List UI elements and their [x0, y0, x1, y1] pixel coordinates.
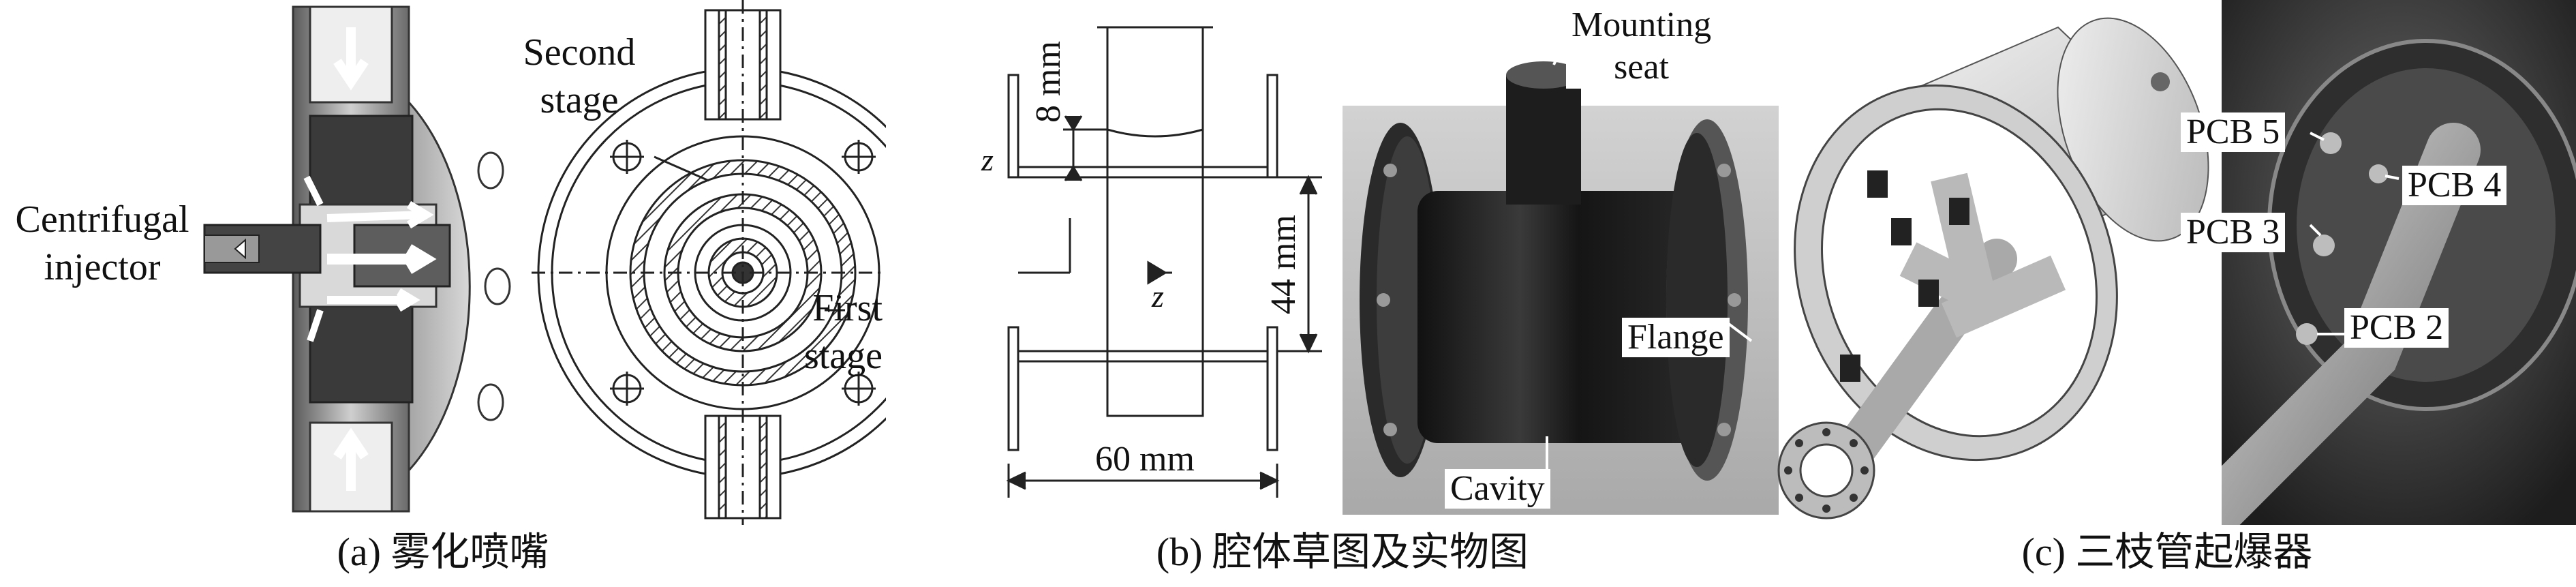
nozzle-section-view	[532, 0, 886, 525]
flange-label: Flange	[1622, 318, 1730, 357]
cavity-sketch: 8 mm 44 mm 60 mm z z	[981, 26, 1322, 498]
dim-44mm: 44 mm	[1264, 215, 1303, 314]
mounting-seat-line2: seat	[1614, 48, 1669, 87]
caption-c: (c) 三枝管起爆器	[2021, 530, 2313, 574]
cavity-photo	[1343, 33, 1779, 515]
z-label-top: z	[981, 142, 994, 177]
initiator-cad	[1777, 17, 2209, 520]
dim-8mm: 8 mm	[1029, 41, 1068, 123]
pcb4-label: PCB 4	[2402, 166, 2507, 205]
panel-b-sketch: 8 mm 44 mm 60 mm z z	[954, 0, 1336, 525]
panel-a-drawing: Centrifugal injector	[15, 0, 886, 525]
injector-label-line1: Centrifugal	[15, 198, 189, 241]
second-stage-label-line1: Second	[523, 31, 636, 74]
panel-c-photo: PCB 5 PCB 4 PCB 3 PCB 2	[2181, 0, 2576, 525]
pcb3-label: PCB 3	[2181, 213, 2286, 252]
cavity-label: Cavity	[1445, 469, 1550, 509]
pcb5-label: PCB 5	[2181, 112, 2286, 152]
nozzle-cutaway	[203, 5, 511, 513]
caption-a: (a) 雾化喷嘴	[337, 530, 549, 574]
mounting-seat-label: Mounting seat	[1566, 4, 1717, 89]
second-stage-label-line2: stage	[540, 79, 618, 121]
panel-a: Centrifugal injector	[0, 0, 886, 525]
first-stage-label-line1: First	[812, 287, 883, 329]
first-stage-label-line2: stage	[804, 335, 883, 377]
panel-b-photo: Mounting seat Flange Cavity	[1343, 0, 1779, 525]
panel-c-cad	[1772, 0, 2222, 525]
z-label-center: z	[1151, 279, 1164, 314]
pcb2-label: PCB 2	[2344, 308, 2449, 348]
injector-label-line2: injector	[44, 246, 160, 288]
initiator-photo	[2222, 0, 2576, 525]
mounting-seat-line1: Mounting	[1571, 5, 1712, 44]
caption-b: (b) 腔体草图及实物图	[1156, 530, 1529, 574]
dim-60mm: 60 mm	[1095, 440, 1195, 479]
